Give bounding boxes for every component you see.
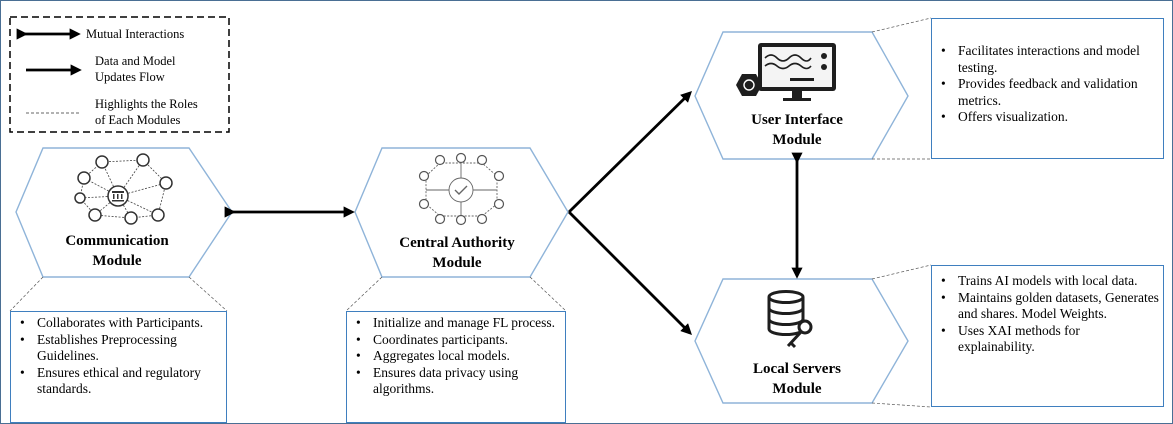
local-roles-box: Trains AI models with local data. Mainta… <box>931 265 1164 407</box>
legend-roles-label-2: of Each Modules <box>95 113 181 127</box>
communication-roles-box: Collaborates with Participants. Establis… <box>10 311 227 423</box>
legend-flow-label-1: Data and Model <box>95 54 176 68</box>
legend-box <box>9 16 230 133</box>
central-local-arrow <box>568 211 692 335</box>
list-item: Provides feedback and validation metrics… <box>934 76 1157 109</box>
legend-roles-label-1: Highlights the Roles <box>95 97 198 111</box>
list-item: Ensures ethical and regulatory standards… <box>13 365 222 398</box>
legend-flow-label-2: Updates Flow <box>95 70 165 84</box>
list-item: Uses XAI methods for explainability. <box>934 323 1159 356</box>
federated-nodes-icon <box>418 152 505 226</box>
list-item: Coordinates participants. <box>349 332 561 349</box>
list-item: Ensures data privacy using algorithms. <box>349 365 561 398</box>
list-item: Maintains golden datasets, Generates and… <box>934 290 1159 323</box>
legend-mutual-label: Mutual Interactions <box>86 27 185 41</box>
role-connectors <box>9 17 932 408</box>
list-item: Collaborates with Participants. <box>13 315 222 332</box>
list-item: Facilitates interactions and model testi… <box>934 43 1157 76</box>
ui-roles-box: Facilitates interactions and model testi… <box>931 18 1164 159</box>
list-item: Aggregates local models. <box>349 348 561 365</box>
database-key-icon <box>767 290 813 349</box>
list-item: Establishes Preprocessing Guidelines. <box>13 332 222 365</box>
list-item: Offers visualization. <box>934 109 1157 126</box>
central-roles-box: Initialize and manage FL process. Coordi… <box>346 311 566 423</box>
bank-icon <box>112 191 124 202</box>
central-ui-arrow <box>568 91 692 213</box>
monitor-icon <box>736 43 836 101</box>
list-item: Initialize and manage FL process. <box>349 315 561 332</box>
list-item: Trains AI models with local data. <box>934 273 1159 290</box>
